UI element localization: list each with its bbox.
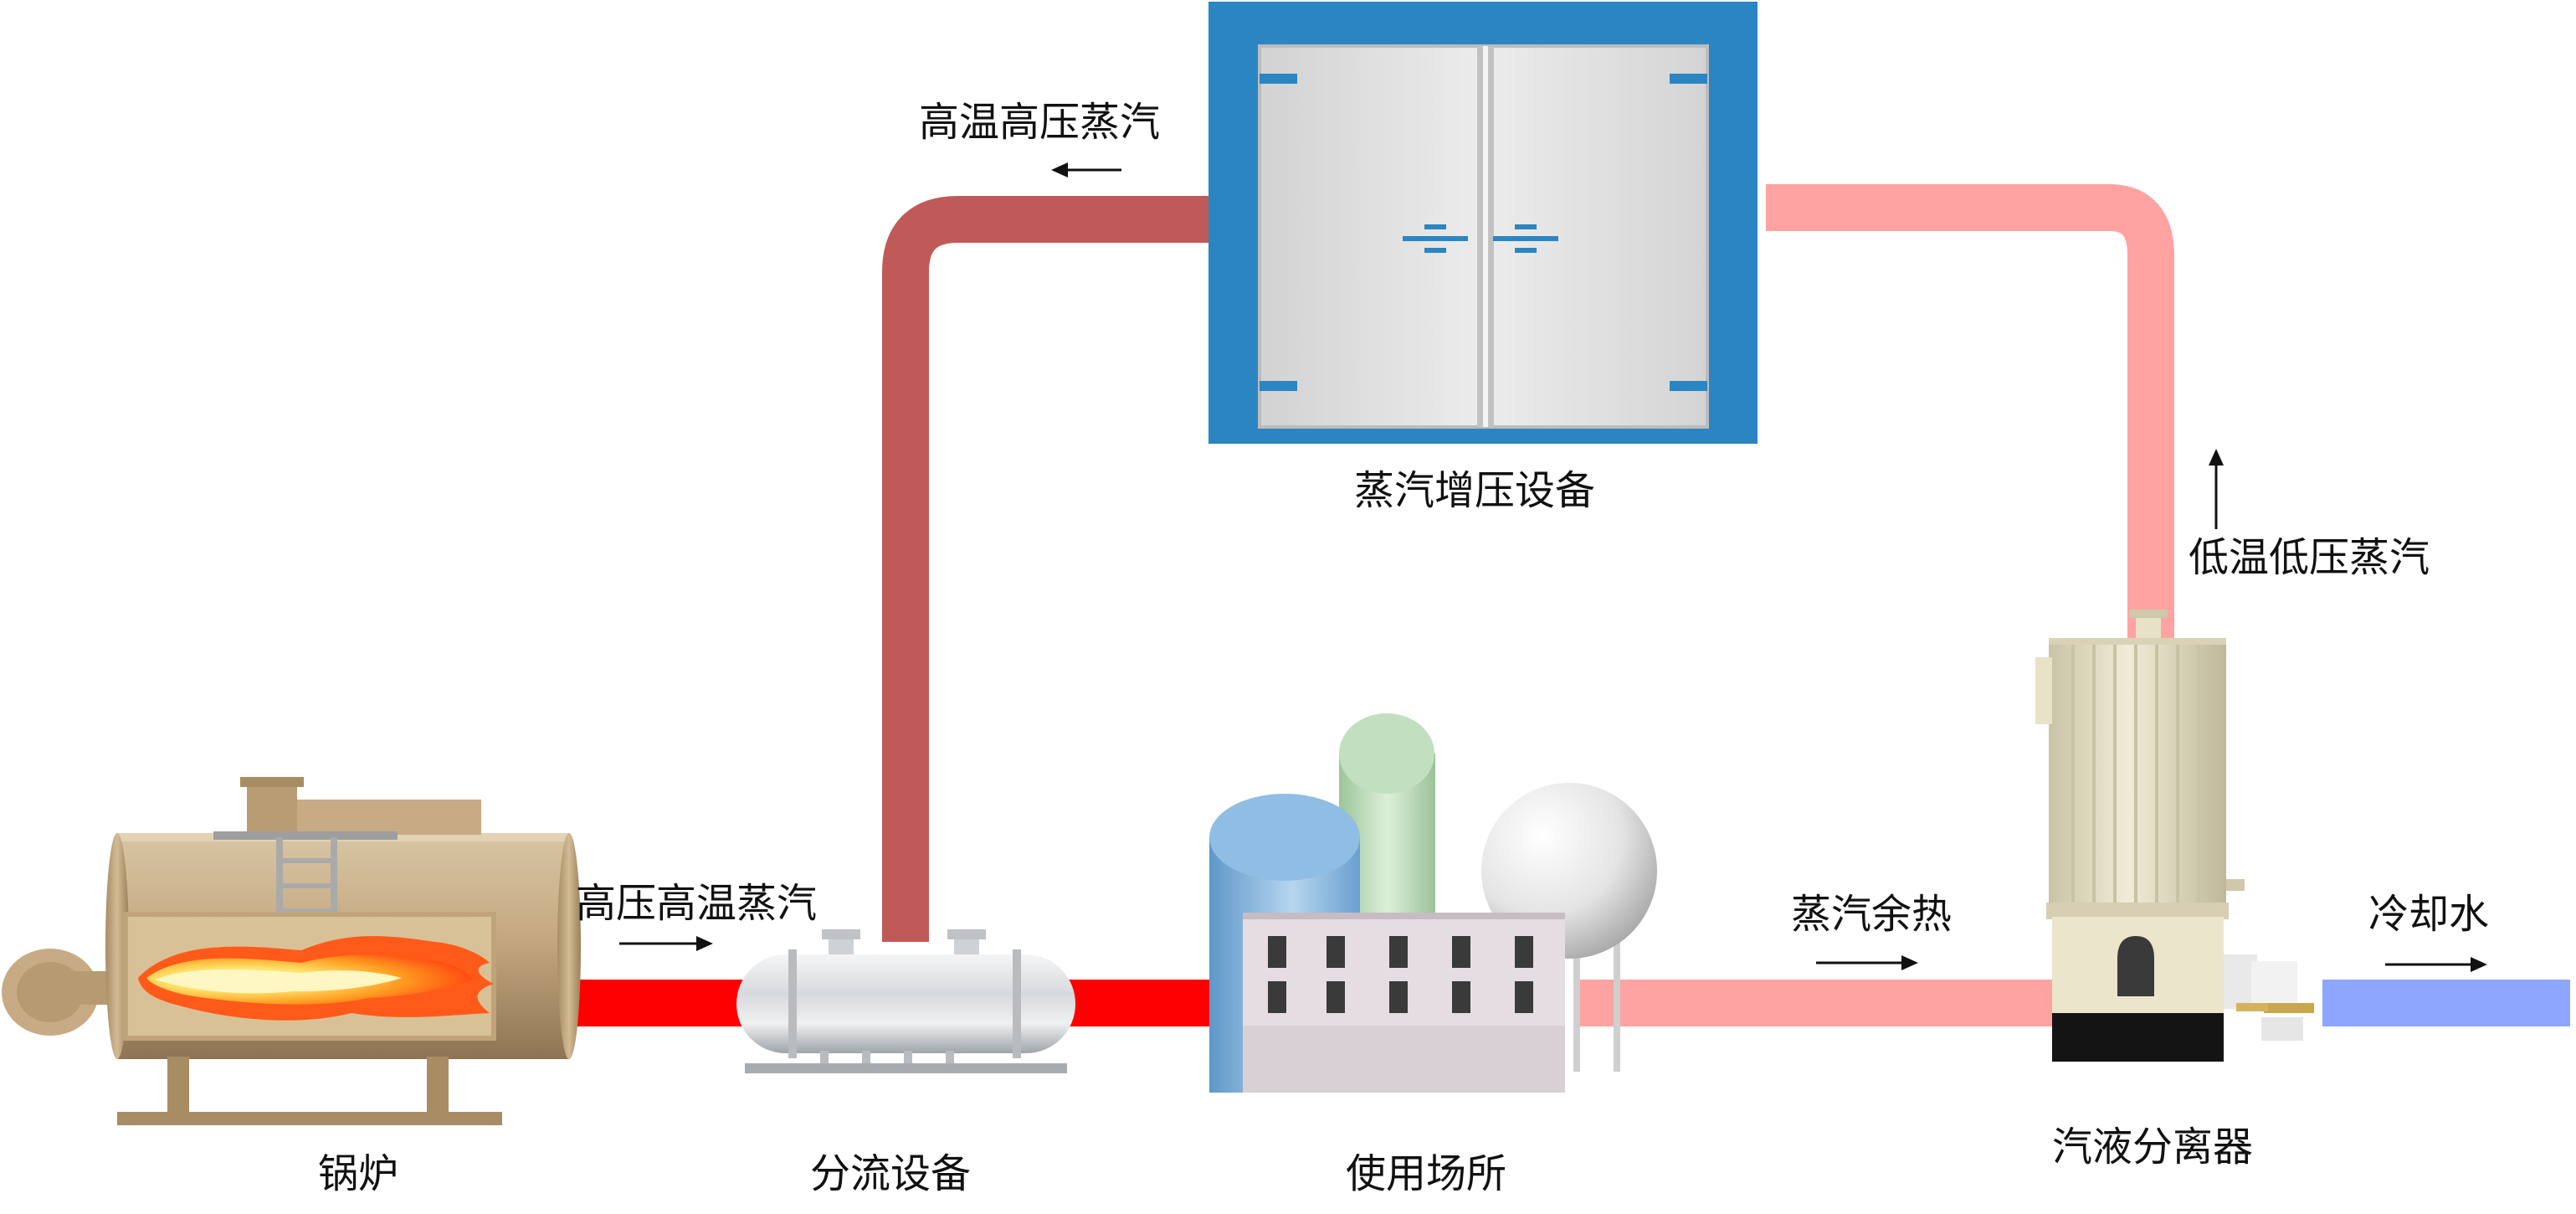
usage-site [1209, 713, 1657, 1093]
arrow-right-icon [1816, 955, 1918, 970]
booster-label: 蒸汽增压设备 [1354, 467, 1596, 514]
flow-label-low-pressure: 低温低压蒸汽 [2189, 534, 2430, 581]
flow-label-waste-heat: 蒸汽余热 [1791, 891, 1953, 938]
boiler [2, 777, 581, 1125]
arrow-right-icon [619, 936, 713, 951]
booster [1208, 2, 1758, 444]
pipe-splitter-to-site [1067, 980, 1218, 1026]
arrow-right-icon [2385, 957, 2487, 972]
pipe-low-pressure [1766, 184, 2174, 645]
pipe-cooling-water [2322, 980, 2570, 1026]
flow-label-boiler-out: 高压高温蒸汽 [576, 880, 818, 927]
separator [2035, 610, 2314, 1062]
boiler-label: 锅炉 [318, 1150, 399, 1197]
pipe-high-pressure [882, 196, 1214, 942]
splitter-label: 分流设备 [810, 1150, 972, 1197]
flow-label-cooling-water: 冷却水 [2368, 891, 2490, 938]
arrow-left-icon [1051, 162, 1121, 177]
usage-site-label: 使用场所 [1346, 1150, 1507, 1197]
pipe-waste-heat [1573, 980, 2059, 1026]
arrow-up-icon [2209, 449, 2224, 529]
separator-label: 汽液分离器 [2052, 1124, 2254, 1170]
flow-arrows [619, 162, 2487, 972]
pipe-boiler-to-splitter [569, 980, 753, 1026]
flow-label-high-pressure: 高温高压蒸汽 [919, 99, 1161, 146]
splitter [736, 929, 1075, 1073]
pipes [569, 184, 2570, 1026]
